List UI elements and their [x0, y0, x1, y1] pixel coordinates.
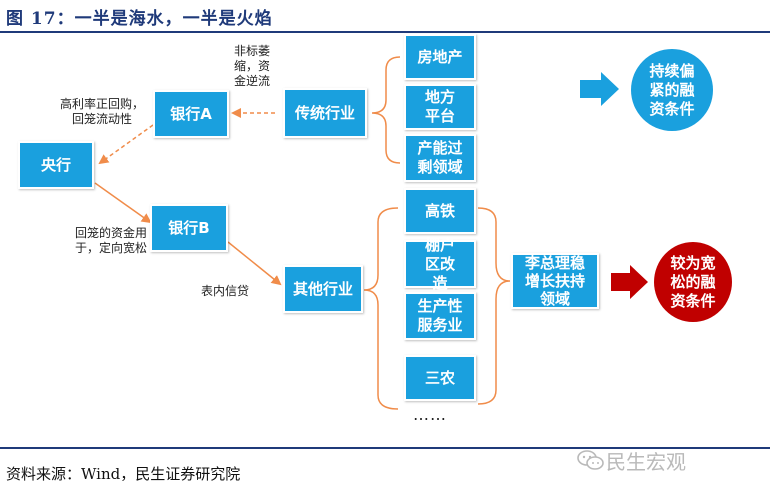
node-traditional: 传统行业	[283, 88, 367, 138]
ellipsis: ……	[413, 405, 447, 424]
note-high-rate: 高利率正回购，回笼流动性	[60, 97, 145, 126]
outcome-tight: 持续偏紧的融资条件	[631, 49, 713, 131]
outcome-loose: 较为宽松的融资条件	[654, 242, 732, 322]
tight-arrow-icon	[580, 72, 619, 106]
bottom-rule	[0, 447, 770, 449]
node-overcapacity: 产能过剩领域	[404, 134, 476, 182]
node-bank-b: 银行B	[150, 204, 228, 252]
node-producer-services: 生产性服务业	[404, 292, 476, 340]
brace-traditional	[371, 56, 401, 164]
node-shanty: 棚户区改造	[404, 236, 476, 292]
node-policy: 李总理稳增长扶持领域	[511, 253, 599, 309]
top-rule	[0, 31, 770, 33]
watermark-text: 民生宏观	[606, 450, 686, 474]
node-agriculture: 三农	[404, 355, 476, 401]
node-bank-a: 银行A	[153, 90, 229, 138]
wechat-icon	[577, 450, 604, 470]
brace-other-right	[477, 207, 511, 405]
node-other: 其他行业	[283, 265, 363, 313]
note-recycled: 回笼的资金用于，定向宽松	[74, 226, 147, 255]
loose-arrow-icon	[611, 265, 648, 299]
note-nonstandard: 非标萎缩，资金逆流	[233, 44, 270, 88]
figure-title: 图 17：一半是海水，一半是火焰	[6, 9, 273, 29]
arrow-banka-to-central	[98, 124, 154, 165]
node-real-estate: 房地产	[404, 34, 476, 80]
node-local-platform: 地方平台	[404, 84, 476, 130]
node-railway: 高铁	[404, 188, 476, 234]
brace-other-left	[363, 207, 399, 410]
source-note: 资料来源：Wind，民生证券研究院	[6, 465, 241, 483]
arrow-bankb-to-other	[227, 241, 282, 286]
note-onbalance: 表内信贷	[200, 284, 249, 298]
node-central-bank: 央行	[18, 141, 94, 189]
arrow-central-to-bankb	[94, 182, 152, 224]
